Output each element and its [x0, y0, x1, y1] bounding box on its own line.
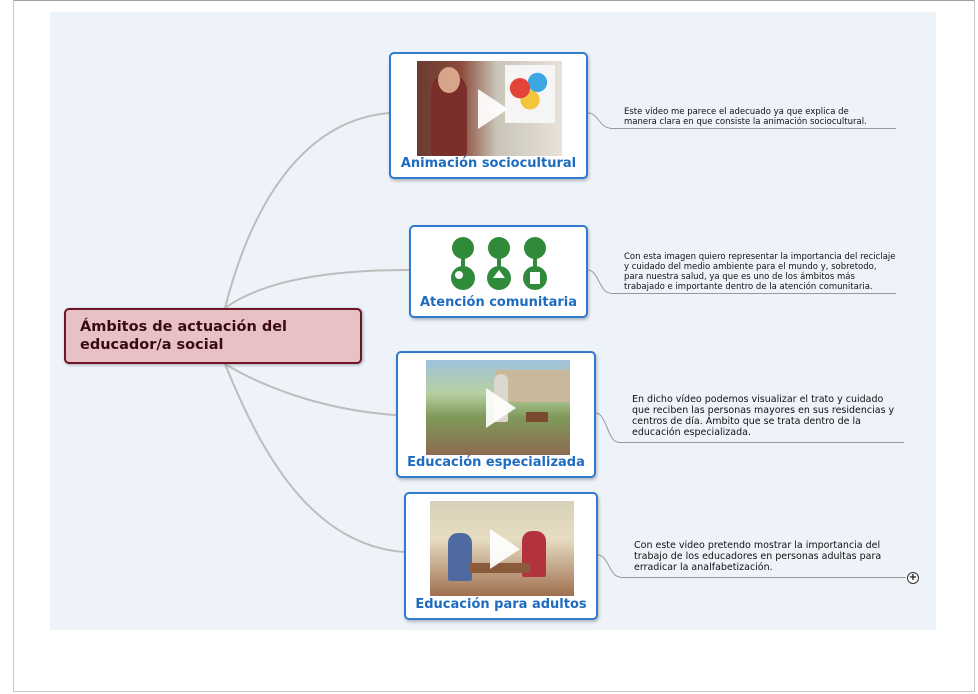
note-underline: [610, 128, 896, 129]
play-icon: [490, 528, 520, 569]
topic-animacion-sociocultural[interactable]: Animación sociocultural: [389, 52, 588, 179]
topic-label: Educación para adultos: [415, 597, 587, 612]
person-figure: [448, 533, 472, 581]
note-underline: [610, 293, 896, 294]
note-atencion: Con esta imagen quiero representar la im…: [624, 252, 896, 292]
face-shape: [438, 67, 460, 93]
video-thumbnail[interactable]: [430, 501, 574, 596]
colorful-artwork: [505, 65, 555, 123]
note-underline: [618, 442, 904, 443]
topic-label: Atención comunitaria: [420, 295, 577, 310]
topic-educacion-especializada[interactable]: Educación especializada: [396, 351, 596, 478]
topic-label: Educación especializada: [407, 455, 585, 470]
video-thumbnail[interactable]: [426, 360, 570, 455]
play-icon: [486, 387, 516, 428]
topic-educacion-adultos[interactable]: Educación para adultos: [404, 492, 598, 620]
topic-atencion-comunitaria[interactable]: Atención comunitaria: [409, 225, 588, 318]
recycle-trees-icon: [451, 237, 547, 290]
note-adultos: Con este video pretendo mostrar la impor…: [634, 540, 882, 573]
recycling-image[interactable]: [445, 234, 553, 292]
video-thumbnail[interactable]: [417, 61, 562, 156]
note-underline: [620, 577, 906, 578]
central-topic[interactable]: Ámbitos de actuación del educador/a soci…: [64, 308, 362, 364]
note-animacion: Este vídeo me parece el adecuado ya que …: [624, 107, 867, 127]
bench-shape: [526, 412, 548, 422]
note-especializada: En dicho vídeo podemos visualizar el tra…: [632, 394, 895, 438]
topic-label: Animación sociocultural: [400, 156, 577, 171]
expand-icon[interactable]: +: [907, 572, 919, 584]
play-icon: [477, 88, 508, 129]
